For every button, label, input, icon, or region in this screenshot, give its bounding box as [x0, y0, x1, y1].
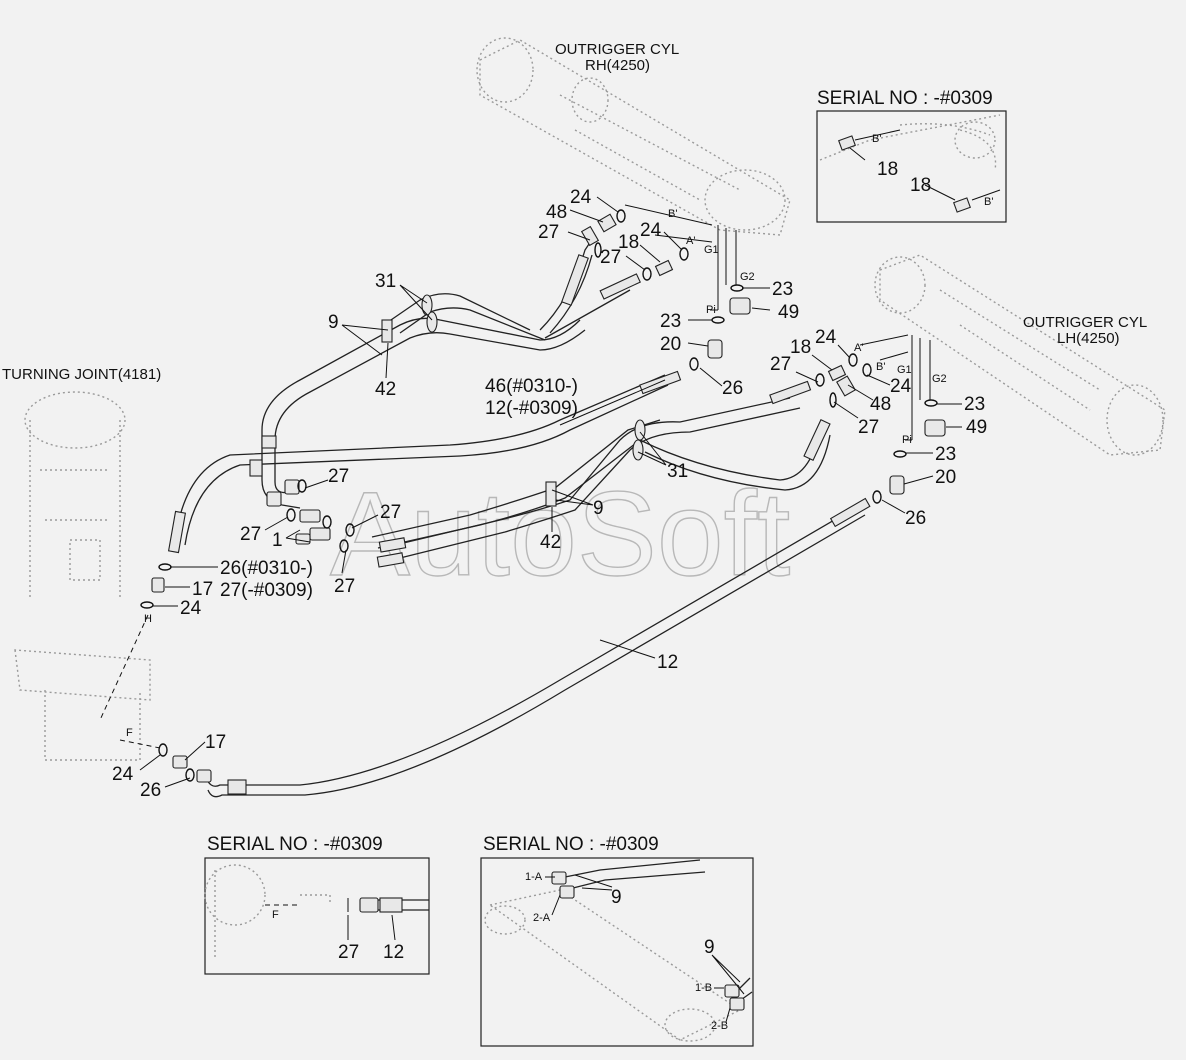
inset-br-port-2b: 2-B: [711, 1020, 728, 1032]
inset-br-port-1b: 1-B: [695, 982, 712, 994]
part-label-48: 48: [870, 394, 891, 415]
part-label-23: 23: [660, 311, 681, 332]
outrigger-rh-label-line1: OUTRIGGER CYL: [555, 41, 679, 58]
fittings: [151, 213, 946, 783]
part-label-27: 27: [240, 524, 261, 545]
part-label-24: 24: [570, 187, 592, 208]
part-label-23: 23: [964, 394, 985, 415]
part-label-23: 23: [935, 444, 956, 465]
port-label-h: H: [144, 613, 152, 625]
inset-rh-port-b: B': [984, 196, 993, 208]
part-label-42: 42: [375, 379, 396, 400]
outrigger-lh-label-line2: LH(4250): [1057, 330, 1120, 347]
port-label-f: F: [126, 727, 133, 739]
part-label-31: 31: [375, 271, 396, 292]
inset-rh-serial: SERIAL NO : -#0309 B' 18 18 B': [816, 88, 1007, 223]
outrigger-lh-label-line1: OUTRIGGER CYL: [1023, 314, 1147, 331]
part-label-24: 24: [815, 327, 837, 348]
part-label-27: 27: [600, 247, 621, 268]
part-label-49: 49: [778, 302, 799, 323]
inset-bl-part-b: 12: [383, 942, 404, 963]
inset-rh-port-a: B': [872, 133, 881, 145]
inset-bl-title: SERIAL NO : -#0309: [207, 834, 383, 855]
inset-br-part-b: 9: [704, 937, 715, 958]
port-label-a-prime-lh: A': [854, 342, 863, 354]
port-label-g1-lh: G1: [897, 364, 912, 376]
inset-rh-part-a: 18: [877, 159, 898, 180]
part-label-26: 26(#0310-): [220, 558, 313, 579]
part-label-26: 26: [722, 378, 743, 399]
part-label-17: 17: [205, 732, 226, 753]
o-rings: [140, 209, 938, 782]
outrigger-rh-label-line2: RH(4250): [585, 57, 650, 74]
part-label-9: 9: [328, 312, 339, 333]
part-label-27: 27: [334, 576, 355, 597]
inset-bl-port: F: [272, 909, 279, 921]
inset-br-port-1a: 1-A: [525, 871, 543, 883]
inset-br-port-2a: 2-A: [533, 912, 551, 924]
port-label-b-prime-rh: B': [668, 208, 677, 220]
port-label-b-prime-lh: B': [876, 361, 885, 373]
turning-joint-outline: [14, 391, 151, 761]
part-label-24: 24: [112, 764, 134, 785]
part-label-31: 31: [667, 461, 688, 482]
inset-bottom-left-serial: SERIAL NO : -#0309 F 27 12: [204, 834, 430, 975]
part-label-24: 24: [180, 598, 202, 619]
outrigger-cylinder-lh-outline: [874, 254, 1166, 456]
part-label-26: 26: [905, 508, 926, 529]
part-label-49: 49: [966, 417, 987, 438]
outrigger-cylinder-rh-outline: [476, 37, 791, 236]
port-label-g1-rh: G1: [704, 244, 719, 256]
part-label-27: 27: [538, 222, 559, 243]
inset-bl-part-a: 27: [338, 942, 359, 963]
part-label-27: 27: [770, 354, 791, 375]
port-label-g2-rh: G2: [740, 271, 755, 283]
part-label-48: 48: [546, 202, 567, 223]
part-label-27: 27: [328, 466, 349, 487]
watermark-text: AutoSoft: [330, 467, 790, 601]
part-label-27: 27(-#0309): [220, 580, 313, 601]
turning-joint-label: TURNING JOINT(4181): [2, 366, 161, 383]
part-label-17: 17: [192, 579, 213, 600]
inset-bottom-right-serial: SERIAL NO : -#0309 1-A 2-A 1-B 2-B 9 9: [480, 834, 754, 1047]
part-label-24: 24: [890, 376, 912, 397]
port-label-a-prime-rh: A': [686, 235, 695, 247]
inset-rh-title: SERIAL NO : -#0309: [817, 88, 993, 109]
port-lines: [99, 204, 931, 749]
inset-br-part-a: 9: [611, 887, 622, 908]
part-label-1: 1: [272, 530, 283, 551]
part-label-20: 20: [660, 334, 681, 355]
part-label-46: 46(#0310-): [485, 376, 578, 397]
port-label-pi-rh: Pi: [706, 304, 716, 316]
part-label-9: 9: [593, 498, 604, 519]
part-label-42: 42: [540, 532, 561, 553]
inset-br-title: SERIAL NO : -#0309: [483, 834, 659, 855]
part-label-18: 18: [790, 337, 811, 358]
port-label-pi-lh: Pi: [902, 434, 912, 446]
part-label-12: 12(-#0309): [485, 398, 578, 419]
part-label-27: 27: [380, 502, 401, 523]
part-label-26: 26: [140, 780, 161, 801]
port-label-g2-lh: G2: [932, 373, 947, 385]
part-label-20: 20: [935, 467, 956, 488]
part-label-18: 18: [618, 232, 639, 253]
part-label-12: 12: [657, 652, 678, 673]
leader-lines: [139, 196, 962, 788]
part-label-27: 27: [858, 417, 879, 438]
part-label-23: 23: [772, 279, 793, 300]
inset-rh-part-b: 18: [910, 175, 931, 196]
part-label-24: 24: [640, 220, 662, 241]
